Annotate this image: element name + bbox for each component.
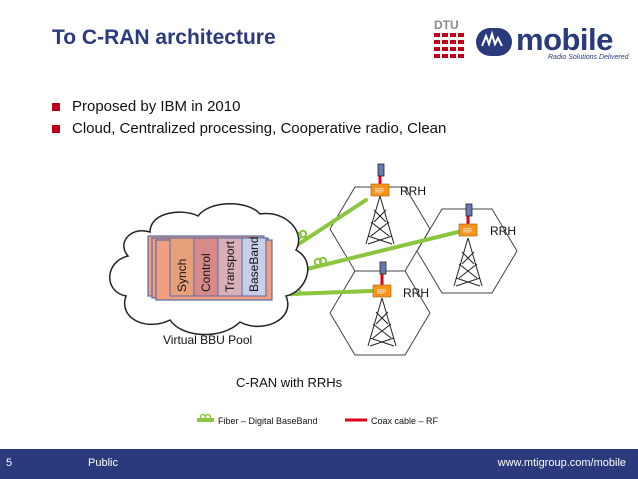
slide-title: To C-RAN architecture bbox=[52, 26, 276, 49]
legend-coax-label: Coax cable – RF bbox=[371, 416, 439, 426]
bullet-list: Proposed by IBM in 2010 Cloud, Centraliz… bbox=[52, 96, 446, 140]
rrh-label: RRH bbox=[400, 184, 426, 198]
bullet-text: Proposed by IBM in 2010 bbox=[72, 98, 241, 115]
mtg-logo-text: mobile bbox=[516, 22, 613, 57]
rf-label: RF bbox=[375, 188, 384, 195]
mtg-logo-icon bbox=[476, 28, 512, 56]
legend-fiber-label: Fiber – Digital BaseBand bbox=[218, 416, 318, 426]
classification-label: Public bbox=[88, 457, 118, 469]
rf-label: RF bbox=[377, 289, 386, 296]
diagram-caption: C-RAN with RRHs bbox=[236, 375, 343, 390]
bullet-text: Cloud, Centralized processing, Cooperati… bbox=[72, 120, 447, 137]
fiber-coil-icon bbox=[313, 257, 323, 267]
bbu-layer-transport bbox=[217, 237, 243, 297]
bullet-item: Proposed by IBM in 2010 bbox=[52, 96, 446, 118]
bbu-layer-baseband bbox=[241, 237, 267, 297]
tower-3: RF RRH bbox=[367, 261, 429, 347]
tower-2: RF RRH bbox=[453, 203, 516, 287]
mtg-logo-tagline: Radio Solutions Delivered bbox=[548, 54, 629, 61]
rrh-label: RRH bbox=[403, 286, 429, 300]
tower-icon bbox=[453, 237, 483, 287]
bullet-marker-icon bbox=[52, 103, 60, 111]
page-number: 5 bbox=[6, 457, 13, 469]
tower-icon bbox=[365, 195, 395, 245]
rrh-label: RRH bbox=[490, 224, 516, 238]
footer-url: www.mtigroup.com/mobile bbox=[497, 457, 626, 469]
bullet-item: Cloud, Centralized processing, Cooperati… bbox=[52, 118, 446, 140]
rf-box bbox=[370, 183, 390, 197]
bbu-layer-label: Synch bbox=[175, 259, 189, 292]
bbu-layer-label: Control bbox=[199, 253, 213, 292]
antenna-icon bbox=[465, 203, 473, 217]
footer-bar: 5 Public www.mtigroup.com/mobile bbox=[0, 449, 638, 479]
rf-box bbox=[458, 223, 478, 237]
cran-diagram: Synch Control Transport BaseBand Virtual… bbox=[109, 163, 518, 426]
bbu-layer-label: Transport bbox=[223, 240, 237, 292]
legend: Fiber – Digital BaseBand Coax cable – RF bbox=[197, 413, 439, 426]
bbu-stack: Synch Control Transport BaseBand bbox=[147, 235, 273, 301]
dtu-logo-text: DTU bbox=[434, 18, 459, 32]
bullet-marker-icon bbox=[52, 125, 60, 133]
bbu-layer-label: BaseBand bbox=[247, 237, 261, 292]
hex-cells bbox=[329, 186, 518, 356]
hex-cell bbox=[329, 270, 431, 356]
bbu-layer-synch bbox=[169, 237, 195, 297]
tower-icon bbox=[367, 297, 397, 347]
rf-box bbox=[372, 284, 392, 298]
hex-cell bbox=[416, 208, 518, 294]
pool-label: Virtual BBU Pool bbox=[163, 333, 252, 347]
tower-1: RF RRH bbox=[365, 163, 426, 245]
rf-label: RF bbox=[463, 228, 472, 235]
dtu-logo: DTU bbox=[434, 18, 464, 58]
antenna-icon bbox=[379, 261, 387, 275]
antenna-icon bbox=[377, 163, 385, 177]
